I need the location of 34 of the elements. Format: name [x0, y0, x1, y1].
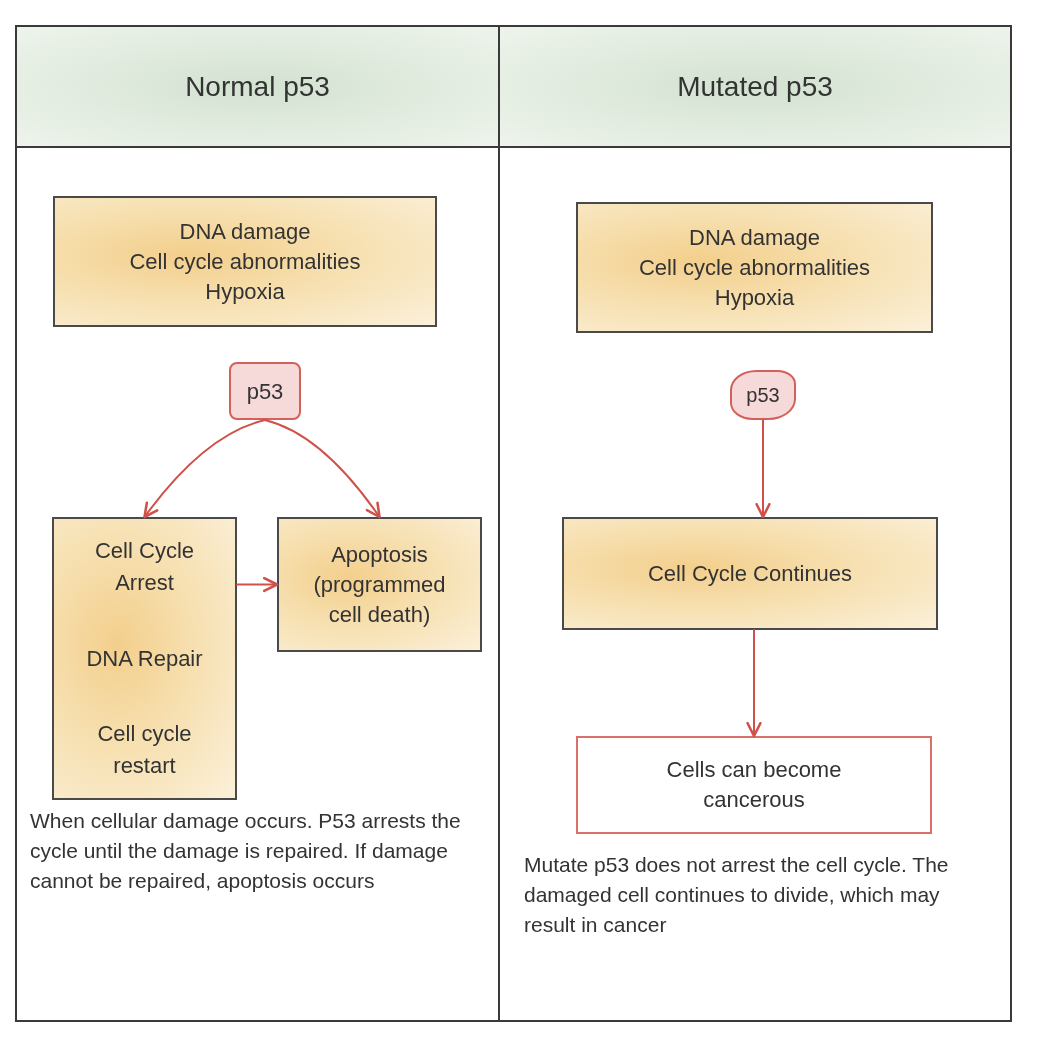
column-panel — [500, 25, 1012, 1022]
box-label: DNA Repair — [86, 644, 203, 673]
note-text: When cellular damage occurs. P53 arrests the cycle until the damage is repaired. If damage cannot be repaired, apoptosis occurs — [30, 808, 462, 894]
box-label: DNA damage — [179, 217, 311, 246]
process-box — [52, 517, 237, 800]
box-label: Cells can become cancerous — [665, 756, 843, 814]
process-box — [562, 517, 938, 630]
protein-blob — [730, 370, 796, 420]
note-text: Mutate p53 does not arrest the cell cycle. The damaged cell continues to divide, which may result in cancer — [524, 852, 950, 938]
box-label: Cell cycle restart — [96, 720, 193, 780]
arrow — [746, 629, 762, 738]
box-label: Apoptosis — [331, 540, 428, 569]
box-label: Cell Cycle Continues — [647, 559, 853, 588]
arrow — [264, 419, 381, 519]
box-label: p53 — [246, 377, 284, 406]
outcome-box — [576, 736, 932, 834]
column-heading: Mutated p53 — [677, 69, 833, 104]
arrow — [143, 419, 266, 519]
process-box — [53, 196, 437, 327]
box-label: (programmed cell death) — [312, 570, 447, 629]
arrow — [236, 576, 279, 593]
process-box — [277, 517, 482, 652]
box-label: Cell Cycle Arrest — [94, 537, 195, 597]
box-label: p53 — [746, 383, 780, 408]
arrow — [755, 419, 771, 519]
box-label: Hypoxia — [205, 277, 285, 306]
box-label: DNA damage — [689, 223, 820, 252]
box-label: Cell cycle abnormalities — [129, 247, 361, 276]
box-label: Hypoxia — [714, 283, 795, 312]
box-label: Cell cycle abnormalities — [638, 253, 871, 282]
protein-box — [229, 362, 301, 420]
column-heading: Normal p53 — [185, 69, 330, 104]
process-box — [576, 202, 933, 333]
column-panel — [15, 25, 500, 1022]
